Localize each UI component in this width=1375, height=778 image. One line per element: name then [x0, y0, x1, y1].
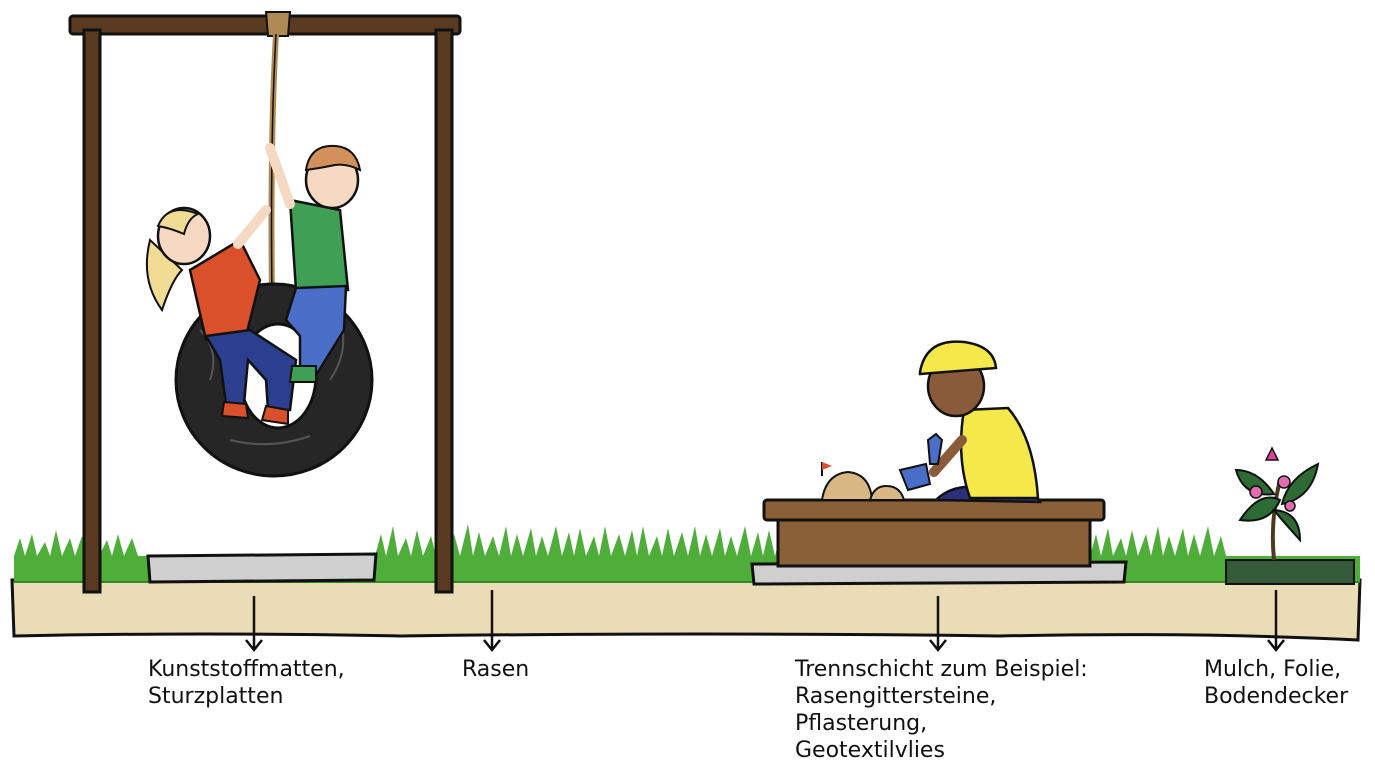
label-mulch-line-1: Mulch, Folie,: [1204, 656, 1348, 683]
impact-mat: [148, 554, 376, 582]
ground-soil: [12, 580, 1360, 640]
label-lawn-line-1: Rasen: [462, 656, 529, 683]
label-separator-line-4: Geotextilvlies: [795, 737, 1088, 764]
mulch-layer: [1226, 560, 1354, 584]
label-mulch: Mulch, Folie, Bodendecker: [1204, 656, 1348, 710]
label-separator-line-1: Trennschicht zum Beispiel:: [795, 656, 1088, 683]
label-lawn: Rasen: [462, 656, 529, 683]
label-mats-line-1: Kunststoffmatten,: [148, 656, 345, 683]
plant: [1236, 448, 1318, 560]
sandbox: [764, 462, 1104, 566]
label-mulch-line-2: Bodendecker: [1204, 683, 1348, 710]
label-mats: Kunststoffmatten, Sturzplatten: [148, 656, 345, 710]
label-separator-line-2: Rasengittersteine,: [795, 683, 1088, 710]
label-separator: Trennschicht zum Beispiel: Rasengitterst…: [795, 656, 1088, 764]
child-figure: [900, 342, 1040, 502]
label-separator-line-3: Pflasterung,: [795, 710, 1088, 737]
label-mats-line-2: Sturzplatten: [148, 683, 345, 710]
